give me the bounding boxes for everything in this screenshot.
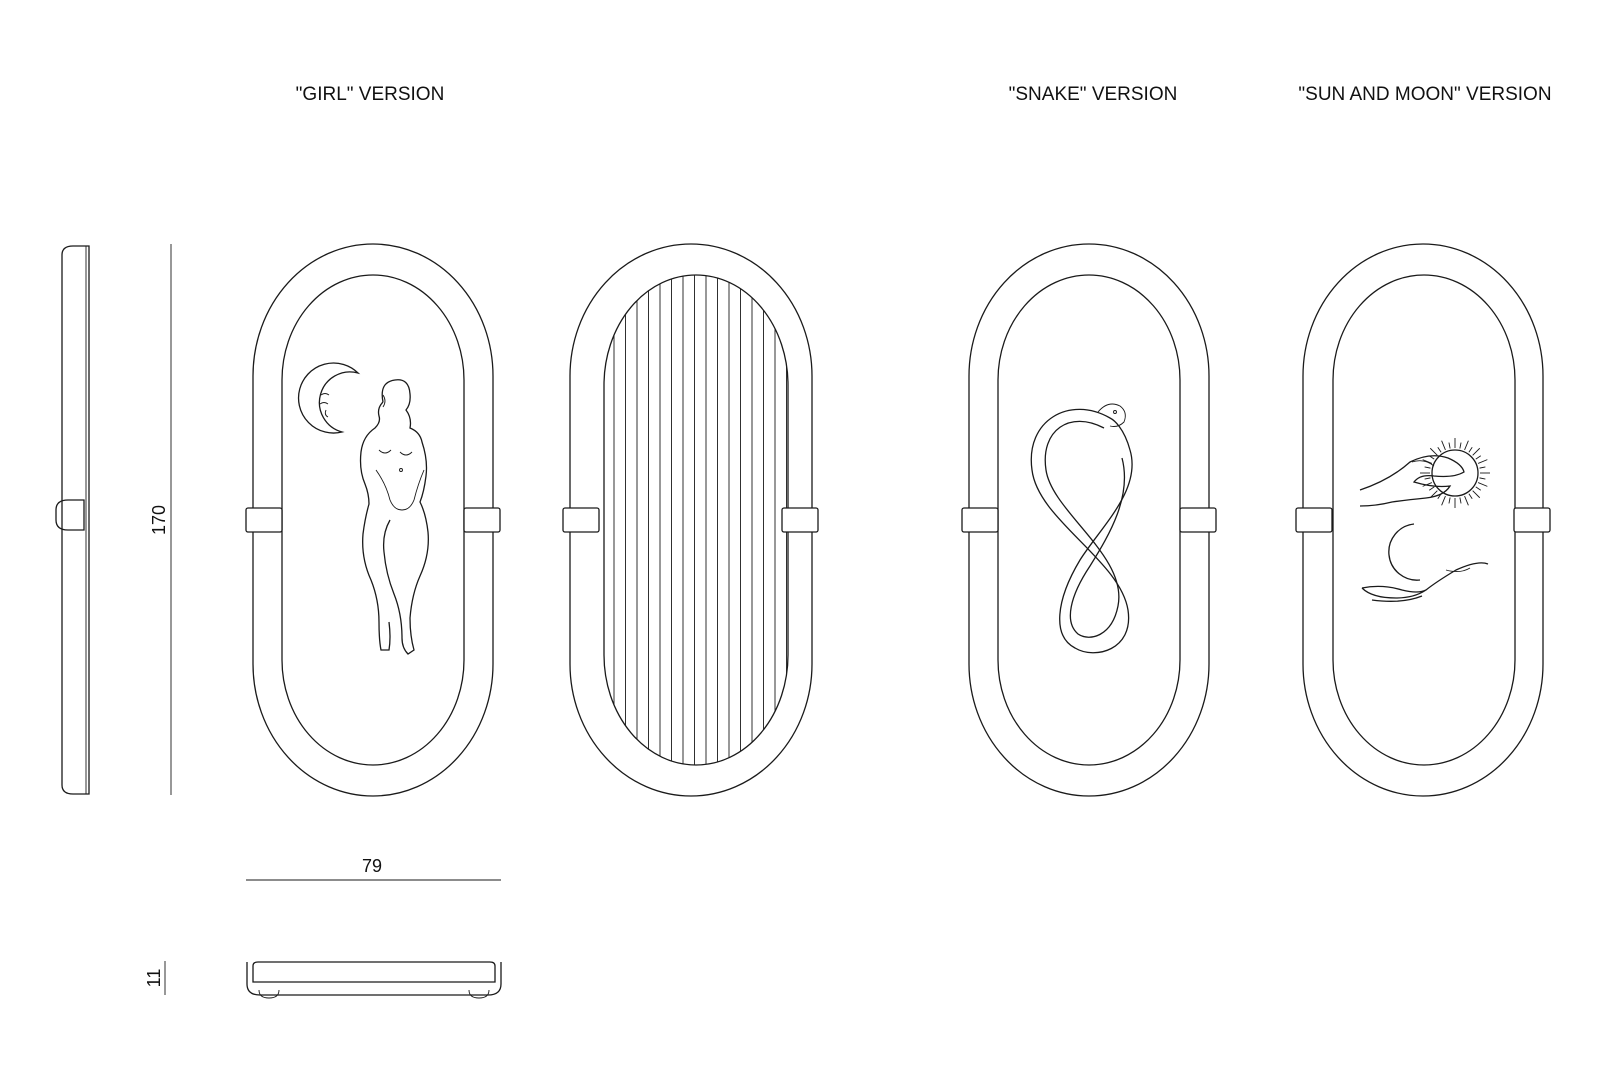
sun-moon-version-title: "SUN AND MOON" VERSION [1298,84,1551,105]
snake-version-title: "SNAKE" VERSION [1009,84,1178,105]
bottom-section-view [246,961,502,999]
tray-girl-version [245,243,501,797]
width-dimension: 79 [246,856,501,881]
width-dimension-value: 79 [362,856,382,876]
depth-dimension: 11 [144,961,166,995]
sun-icon [1420,438,1490,508]
upper-hand-icon [1359,455,1465,507]
girl-version-title: "GIRL" VERSION [296,84,445,105]
crescent-moon-icon [297,362,361,434]
girl-figure-icon [359,379,429,655]
height-dimension-value: 170 [149,505,169,535]
vertical-stripes-pattern [613,275,787,765]
tray-striped-version [562,243,819,797]
depth-dimension-value: 11 [144,969,164,988]
lower-hand-icon [1361,562,1489,602]
tray-sun-moon-version [1295,243,1551,797]
side-elevation-view [55,245,90,795]
tray-snake-version [961,243,1217,797]
ouroboros-snake-icon [1030,403,1133,654]
height-dimension: 170 [149,244,172,795]
lower-crescent-moon-icon [1388,523,1421,581]
